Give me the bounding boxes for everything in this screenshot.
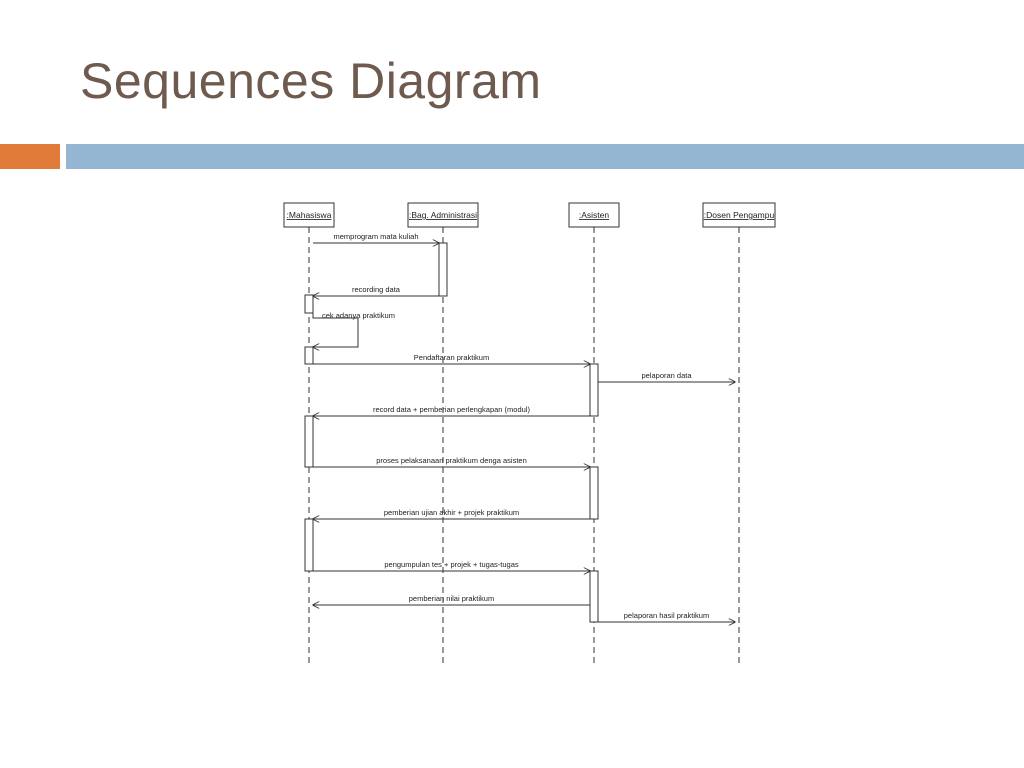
participant-label-mhs: :Mahasiswa [287, 210, 332, 220]
participant-box-ast [568, 202, 620, 228]
accent-bar [0, 144, 60, 169]
message-label: Pendaftaran praktikum [414, 353, 489, 362]
participant-label-ast: :Asisten [579, 210, 610, 220]
participant-label-adm: :Bag. Administrasi [409, 210, 477, 220]
activation-bar [438, 242, 448, 297]
message-label: pemberian ujian akhir + projek praktikum [384, 508, 519, 517]
activation-bar [589, 466, 599, 520]
message-label: record data + pemberian perlengkapan (mo… [373, 405, 530, 414]
message-label: pelaporan data [641, 371, 692, 380]
participant-box-dsn [702, 202, 776, 228]
message-label: pemberian nilai praktikum [409, 594, 494, 603]
activation-bar [589, 363, 599, 417]
message-label: cek adanya praktikum [322, 311, 395, 320]
message-arrow [313, 313, 359, 347]
slide-title: Sequences Diagram [80, 53, 542, 109]
message-label: memprogram mata kuliah [333, 232, 418, 241]
activation-bar [304, 415, 314, 468]
activation-bar [304, 294, 314, 314]
message-label: recording data [352, 285, 401, 294]
header-bar [66, 144, 1024, 169]
activation-bar [304, 346, 314, 365]
activation-bar [304, 518, 314, 572]
participant-label-dsn: :Dosen Pengampu [704, 210, 775, 220]
participant-box-mhs [283, 202, 335, 228]
message-label: proses pelaksanaan praktikum denga asist… [376, 456, 527, 465]
message-label: pelaporan hasil praktikum [624, 611, 709, 620]
participant-box-adm [407, 202, 479, 228]
activation-bar [589, 570, 599, 623]
message-label: pengumpulan tes + projek + tugas-tugas [384, 560, 519, 569]
